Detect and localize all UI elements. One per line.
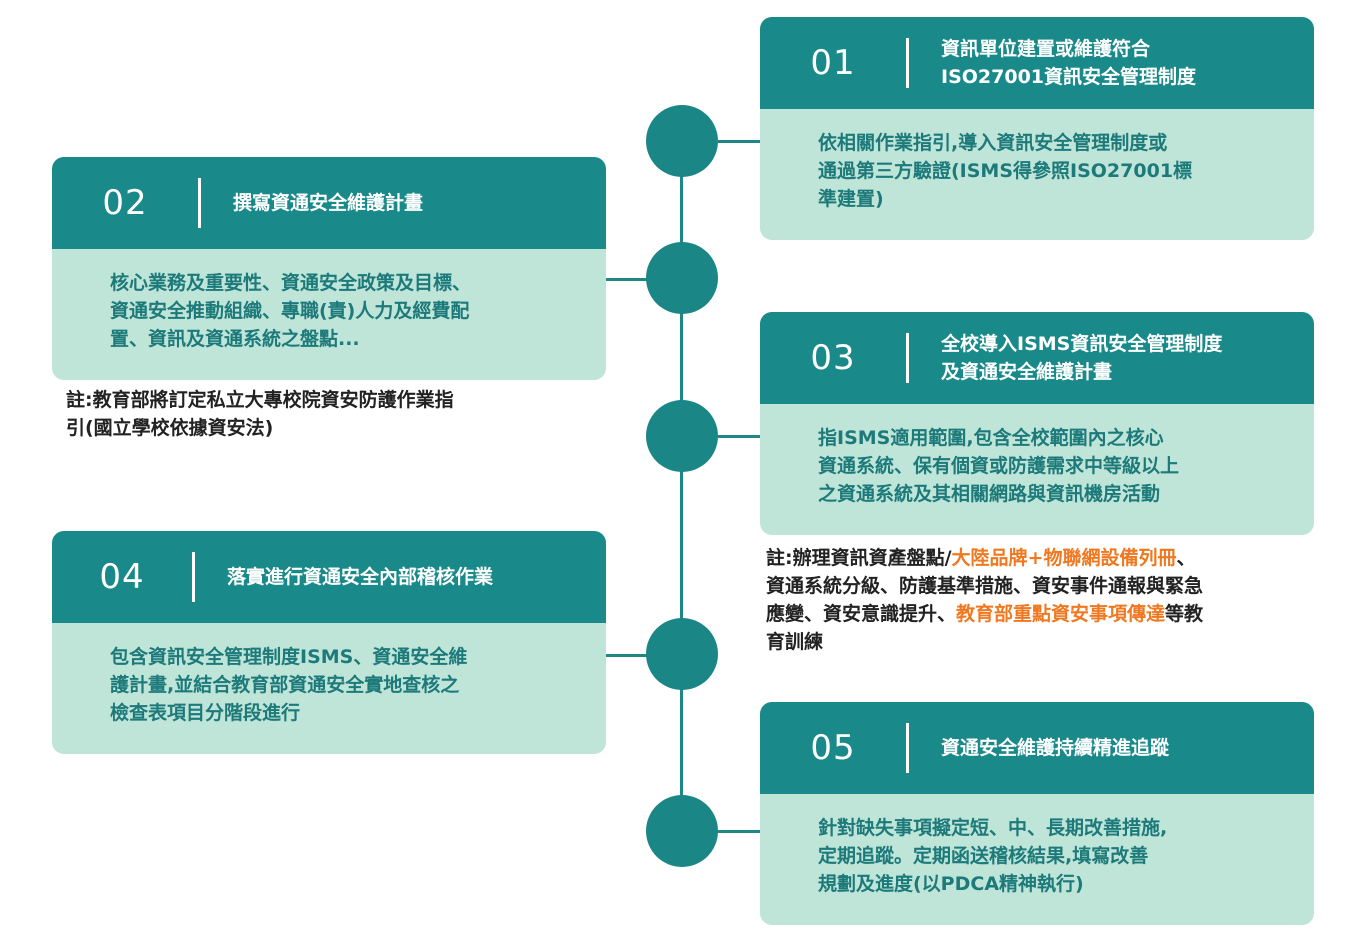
step-body-05: 針對缺失事項擬定短、中、長期改善措施, 定期追蹤。定期函送稽核結果,填寫改善 規… bbox=[760, 794, 1314, 920]
step-title-01: 資訊單位建置或維護符合 ISO27001資訊安全管理制度 bbox=[909, 35, 1216, 91]
step-body-05-line2: 定期追蹤。定期函送稽核結果,填寫改善 bbox=[818, 845, 1149, 867]
step-card-05: 05 資通安全維護持續精進追蹤 針對缺失事項擬定短、中、長期改善措施, 定期追蹤… bbox=[760, 702, 1314, 925]
step-header-05: 05 資通安全維護持續精進追蹤 bbox=[760, 702, 1314, 794]
connector-05 bbox=[718, 830, 762, 833]
step-title-02-line1: 撰寫資通安全維護計畫 bbox=[233, 192, 424, 214]
step-body-04: 包含資訊安全管理制度ISMS、資通安全維 護計畫,並結合教育部資通安全實地查核之… bbox=[52, 623, 606, 749]
note-02: 註:教育部將訂定私立大專校院資安防護作業指 引(國立學校依據資安法) bbox=[66, 386, 586, 442]
step-body-01-line2: 通過第三方驗證(ISMS得參照ISO27001標 bbox=[818, 160, 1193, 182]
step-title-04-line1: 落實進行資通安全內部稽核作業 bbox=[227, 566, 494, 588]
step-card-04: 04 落實進行資通安全內部稽核作業 包含資訊安全管理制度ISMS、資通安全維 護… bbox=[52, 531, 606, 754]
header-divider bbox=[906, 723, 909, 773]
step-title-05: 資通安全維護持續精進追蹤 bbox=[909, 734, 1189, 762]
step-number-01: 01 bbox=[810, 43, 856, 83]
step-number-05: 05 bbox=[810, 728, 856, 768]
step-body-01-line3: 準建置) bbox=[818, 188, 884, 210]
step-body-03: 指ISMS適用範圍,包含全校範圍內之核心 資通系統、保有個資或防護需求中等級以上… bbox=[760, 404, 1314, 530]
timeline-node-04 bbox=[646, 618, 718, 690]
step-card-01: 01 資訊單位建置或維護符合 ISO27001資訊安全管理制度 依相關作業指引,… bbox=[760, 17, 1314, 240]
step-number-02: 02 bbox=[102, 183, 148, 223]
note-03-line1-text: 註:辦理資訊資產盤點/ bbox=[766, 547, 952, 569]
note-03-highlight-1: 大陸品牌+物聯網設備列冊 bbox=[951, 547, 1177, 569]
timeline-node-01 bbox=[646, 105, 718, 177]
step-body-01: 依相關作業指引,導入資訊安全管理制度或 通過第三方驗證(ISMS得參照ISO27… bbox=[760, 109, 1314, 235]
note-03: 註:辦理資訊資產盤點/大陸品牌+物聯網設備列冊、 資通系統分級、防護基準措施、資… bbox=[766, 544, 1346, 656]
note-03-line3-text: 應變、資安意識提升、 bbox=[766, 603, 957, 625]
step-body-03-line3: 之資通系統及其相關網路與資訊機房活動 bbox=[818, 483, 1161, 505]
note-03-line1-tail: 、 bbox=[1176, 547, 1196, 569]
note-02-line1: 註:教育部將訂定私立大專校院資安防護作業指 bbox=[66, 389, 454, 411]
note-03-line4: 育訓練 bbox=[766, 631, 824, 653]
step-body-04-line2: 護計畫,並結合教育部資通安全實地查核之 bbox=[110, 674, 460, 696]
step-header-04: 04 落實進行資通安全內部稽核作業 bbox=[52, 531, 606, 623]
connector-02 bbox=[605, 278, 647, 281]
step-title-03-line2: 及資通安全維護計畫 bbox=[941, 361, 1113, 383]
step-body-03-line1: 指ISMS適用範圍,包含全校範圍內之核心 bbox=[818, 427, 1164, 449]
header-divider bbox=[906, 38, 909, 88]
step-number-03: 03 bbox=[810, 338, 856, 378]
step-body-01-line1: 依相關作業指引,導入資訊安全管理制度或 bbox=[818, 132, 1168, 154]
step-title-05-line1: 資通安全維護持續精進追蹤 bbox=[941, 737, 1170, 759]
step-header-02: 02 撰寫資通安全維護計畫 bbox=[52, 157, 606, 249]
step-body-05-line1: 針對缺失事項擬定短、中、長期改善措施, bbox=[818, 817, 1168, 839]
step-body-02-line1: 核心業務及重要性、資通安全政策及目標、 bbox=[110, 272, 472, 294]
connector-03 bbox=[718, 435, 762, 438]
header-divider bbox=[906, 333, 909, 383]
connector-04 bbox=[605, 654, 647, 657]
step-title-03-line1: 全校導入ISMS資訊安全管理制度 bbox=[941, 333, 1223, 355]
step-card-02: 02 撰寫資通安全維護計畫 核心業務及重要性、資通安全政策及目標、 資通安全推動… bbox=[52, 157, 606, 380]
timeline-node-03 bbox=[646, 400, 718, 472]
step-title-04: 落實進行資通安全內部稽核作業 bbox=[195, 563, 513, 591]
step-body-02: 核心業務及重要性、資通安全政策及目標、 資通安全推動組織、專職(責)人力及經費配… bbox=[52, 249, 606, 375]
step-body-05-line3: 規劃及進度(以PDCA精神執行) bbox=[818, 873, 1084, 895]
step-body-03-line2: 資通系統、保有個資或防護需求中等級以上 bbox=[818, 455, 1180, 477]
step-card-03: 03 全校導入ISMS資訊安全管理制度 及資通安全維護計畫 指ISMS適用範圍,… bbox=[760, 312, 1314, 535]
step-header-01: 01 資訊單位建置或維護符合 ISO27001資訊安全管理制度 bbox=[760, 17, 1314, 109]
note-03-line1: 註:辦理資訊資產盤點/大陸品牌+物聯網設備列冊、 bbox=[766, 544, 1346, 572]
step-body-04-line1: 包含資訊安全管理制度ISMS、資通安全維 bbox=[110, 646, 468, 668]
step-title-02: 撰寫資通安全維護計畫 bbox=[201, 189, 443, 217]
header-divider bbox=[198, 178, 201, 228]
step-body-04-line3: 檢查表項目分階段進行 bbox=[110, 702, 301, 724]
step-title-01-line2: ISO27001資訊安全管理制度 bbox=[941, 66, 1197, 88]
step-body-02-line2: 資通安全推動組織、專職(責)人力及經費配 bbox=[110, 300, 470, 322]
step-title-01-line1: 資訊單位建置或維護符合 bbox=[941, 38, 1151, 60]
note-03-highlight-2: 教育部重點資安事項傳達 bbox=[956, 603, 1166, 625]
connector-01 bbox=[718, 140, 762, 143]
header-divider bbox=[192, 552, 195, 602]
timeline-line bbox=[680, 138, 683, 830]
step-title-03: 全校導入ISMS資訊安全管理制度 及資通安全維護計畫 bbox=[909, 330, 1242, 386]
note-03-line3: 應變、資安意識提升、教育部重點資安事項傳達等教 bbox=[766, 600, 1346, 628]
timeline-node-02 bbox=[646, 242, 718, 314]
note-03-line2: 資通系統分級、防護基準措施、資安事件通報與緊急 bbox=[766, 575, 1204, 597]
timeline-node-05 bbox=[646, 795, 718, 867]
step-header-03: 03 全校導入ISMS資訊安全管理制度 及資通安全維護計畫 bbox=[760, 312, 1314, 404]
note-02-line2: 引(國立學校依據資安法) bbox=[66, 417, 274, 439]
step-number-04: 04 bbox=[99, 557, 145, 597]
step-body-02-line3: 置、資訊及資通系統之盤點... bbox=[110, 328, 360, 350]
note-03-line3-tail: 等教 bbox=[1165, 603, 1204, 625]
